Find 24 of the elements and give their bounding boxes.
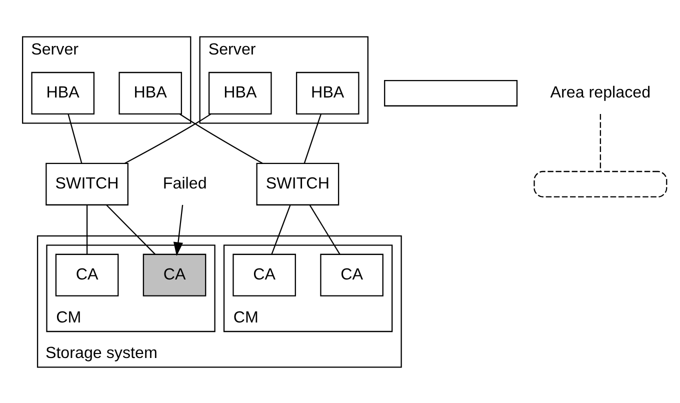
node-box: CA <box>55 253 119 296</box>
node-box: SWITCH <box>46 162 128 205</box>
node-box: HBA <box>208 71 272 114</box>
node-box: HBA <box>296 71 360 114</box>
node-box <box>534 170 668 197</box>
connector <box>106 204 156 254</box>
node-box: CA <box>142 253 206 296</box>
arrow <box>173 204 184 256</box>
node-text: Area replaced <box>550 82 651 101</box>
connector <box>86 204 88 254</box>
connector <box>304 113 322 164</box>
node-box: SWITCH <box>256 162 340 205</box>
connector <box>180 113 263 164</box>
connector <box>68 113 82 164</box>
node-box: CA <box>232 253 296 296</box>
connector <box>600 114 602 171</box>
node-box: HBA <box>31 71 95 114</box>
node-text: Failed <box>162 174 207 192</box>
connector <box>271 204 291 254</box>
connector <box>309 204 340 254</box>
node-box: CA <box>320 253 384 296</box>
node-box: HBA <box>118 71 182 114</box>
node-box <box>384 79 518 106</box>
connector <box>124 113 211 164</box>
